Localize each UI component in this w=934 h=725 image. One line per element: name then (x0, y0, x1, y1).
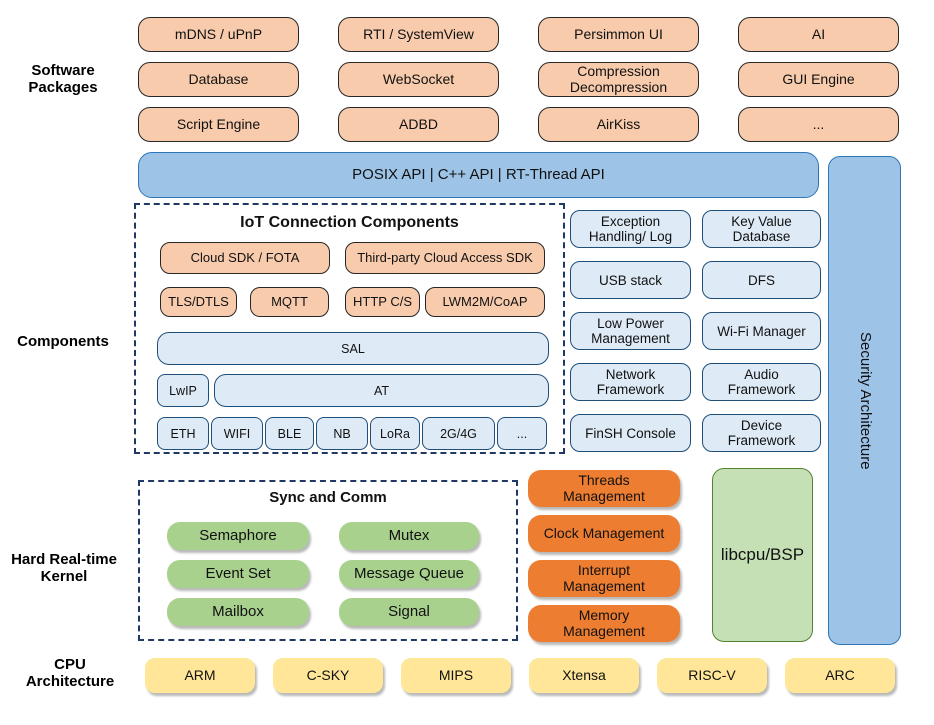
package-mdns-upnp: mDNS / uPnP (138, 17, 299, 52)
cpu-mips: MIPS (401, 658, 511, 693)
components-label: Components (17, 333, 109, 350)
kernel-message-queue: Message Queue (339, 560, 479, 588)
third-party-cloud-sdk-box: Third-party Cloud Access SDK (345, 242, 545, 274)
service-audio-framework: Audio Framework (702, 363, 821, 401)
lwip-box: LwIP (157, 374, 209, 407)
more-links-box: ... (497, 417, 547, 450)
kernel-event-set: Event Set (167, 560, 309, 588)
link-layer-row: ETH WIFI BLE NB LoRa 2G/4G ... (157, 417, 547, 450)
package-database: Database (138, 62, 299, 97)
libcpu-bsp-box: libcpu/BSP (712, 468, 813, 642)
kernel-mutex: Mutex (339, 522, 479, 550)
service-usb-stack: USB stack (570, 261, 691, 299)
security-architecture-bar: Security Architecture (828, 156, 901, 645)
at-box: AT (214, 374, 549, 407)
package-more: ... (738, 107, 899, 142)
service-exception-log: Exception Handling/ Log (570, 210, 691, 248)
mgmt-memory: Memory Management (528, 605, 680, 642)
sync-and-comm-group: Sync and Comm Semaphore Mutex Event Set … (138, 480, 518, 641)
cloud-sdk-fota-box: Cloud SDK / FOTA (160, 242, 330, 274)
cpu-arc: ARC (785, 658, 895, 693)
eth-box: ETH (157, 417, 209, 450)
cloud-sdk-row: Cloud SDK / FOTA Third-party Cloud Acces… (160, 242, 545, 274)
package-rti-systemview: RTI / SystemView (338, 17, 499, 52)
iot-components-title: IoT Connection Components (240, 214, 459, 231)
service-wifi-manager: Wi-Fi Manager (702, 312, 821, 350)
service-device-framework: Device Framework (702, 414, 821, 452)
package-persimmon-ui: Persimmon UI (538, 17, 699, 52)
network-stack-row: LwIP AT (157, 374, 549, 407)
software-packages-grid: mDNS / uPnP RTI / SystemView Persimmon U… (138, 17, 899, 142)
service-key-value-db: Key Value Database (702, 210, 821, 248)
package-ai: AI (738, 17, 899, 52)
lwm2m-coap-box: LWM2M/CoAP (425, 287, 545, 317)
service-dfs: DFS (702, 261, 821, 299)
package-script-engine: Script Engine (138, 107, 299, 142)
kernel-management-stack: Threads Management Clock Management Inte… (528, 470, 680, 642)
tls-dtls-box: TLS/DTLS (160, 287, 237, 317)
mqtt-box: MQTT (250, 287, 329, 317)
iot-connection-components-group: IoT Connection Components Cloud SDK / FO… (134, 203, 565, 454)
lora-box: LoRa (370, 417, 420, 450)
service-finsh-console: FinSH Console (570, 414, 691, 452)
cpu-architecture-label: CPU Architecture (25, 656, 115, 690)
nb-box: NB (316, 417, 368, 450)
cellular-2g4g-box: 2G/4G (422, 417, 495, 450)
component-services-grid: Exception Handling/ Log Key Value Databa… (570, 210, 821, 452)
kernel-semaphore: Semaphore (167, 522, 309, 550)
kernel-mailbox: Mailbox (167, 598, 309, 626)
mgmt-interrupt: Interrupt Management (528, 560, 680, 597)
service-network-framework: Network Framework (570, 363, 691, 401)
package-gui-engine: GUI Engine (738, 62, 899, 97)
software-packages-label: Software Packages (28, 62, 98, 96)
cpu-csky: C-SKY (273, 658, 383, 693)
ble-box: BLE (265, 417, 314, 450)
package-airkiss: AirKiss (538, 107, 699, 142)
cpu-architecture-row: ARM C-SKY MIPS Xtensa RISC-V ARC (145, 658, 895, 693)
cpu-xtensa: Xtensa (529, 658, 639, 693)
service-low-power: Low Power Management (570, 312, 691, 350)
sync-objects-grid: Semaphore Mutex Event Set Message Queue … (167, 522, 479, 626)
sal-box: SAL (157, 332, 549, 365)
wifi-box: WIFI (211, 417, 263, 450)
mgmt-clock: Clock Management (528, 515, 680, 552)
cpu-riscv: RISC-V (657, 658, 767, 693)
package-adbd: ADBD (338, 107, 499, 142)
kernel-label: Hard Real-time Kernel (11, 551, 117, 585)
cpu-arm: ARM (145, 658, 255, 693)
http-cs-box: HTTP C/S (345, 287, 420, 317)
sync-and-comm-title: Sync and Comm (269, 489, 387, 506)
protocol-row: TLS/DTLS MQTT HTTP C/S LWM2M/CoAP (160, 287, 545, 317)
kernel-signal: Signal (339, 598, 479, 626)
package-websocket: WebSocket (338, 62, 499, 97)
package-compression-decompression: Compression Decompression (538, 62, 699, 97)
mgmt-threads: Threads Management (528, 470, 680, 507)
posix-api-bar: POSIX API | C++ API | RT-Thread API (138, 152, 819, 198)
